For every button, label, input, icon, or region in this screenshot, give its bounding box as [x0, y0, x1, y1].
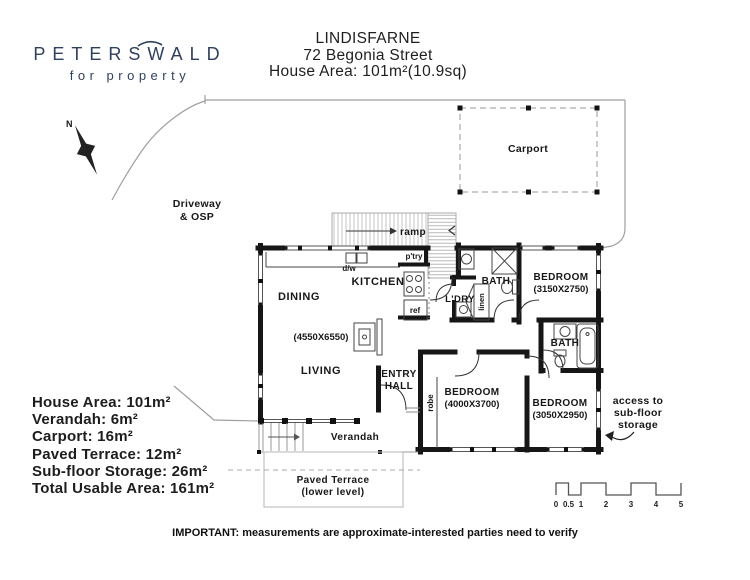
room-label-dining: DINING — [278, 291, 320, 303]
area-item: Paved Terrace: 12m² — [32, 445, 182, 463]
room-label-entry-line2: HALL — [385, 381, 413, 392]
bedroom3-dimension: (3050X2950) — [533, 410, 588, 421]
living-dining-dimension: (4550X6550) — [294, 332, 349, 343]
bedroom2-dimension: (4000X3700) — [445, 399, 500, 410]
room-labels: KITCHEN DINING (4550X6550) LIVING ENTRY … — [278, 252, 589, 421]
area-item: Sub-floor Storage: 26m² — [32, 462, 208, 480]
door-arcs — [380, 267, 564, 413]
subfloor-access-arrow — [605, 431, 614, 441]
north-label: N — [66, 119, 73, 129]
verandah-label: Verandah — [331, 432, 379, 443]
ramp-direction-arrow — [390, 227, 397, 235]
agency-logo-brand: PETERSWALD — [33, 44, 227, 64]
agency-logo-tagline: for property — [69, 68, 191, 83]
area-item: Carport: 16m² — [32, 428, 133, 446]
steps-direction-arrow — [294, 433, 300, 441]
living-heater — [353, 318, 383, 356]
room-label-bedroom1: BEDROOM — [533, 272, 588, 283]
room-label-bedroom3: BEDROOM — [532, 398, 587, 409]
driveway-label-line1: Driveway — [173, 198, 222, 210]
ramp-label: ramp — [400, 227, 426, 238]
paved-terrace-label-line1: Paved Terrace — [297, 475, 370, 486]
area-item: Total Usable Area: 161m² — [32, 480, 215, 498]
suburb-title: LINDISFARNE — [315, 30, 421, 47]
street-address: 72 Begonia Street — [303, 46, 433, 64]
scale-label: 2 — [604, 500, 609, 509]
access-label-line2: sub-floor — [614, 407, 662, 419]
north-compass-icon: N — [66, 119, 97, 175]
scale-bar: 0 0.5 1 2 3 4 5 — [554, 482, 684, 509]
agency-logo: PETERSWALD for property — [30, 44, 230, 83]
room-label-entry-line1: ENTRY — [381, 369, 417, 380]
label-fridge: ref — [410, 306, 421, 315]
logo-swoosh-icon — [137, 40, 163, 47]
bathroom2-fixtures — [553, 323, 599, 369]
scale-label: 5 — [679, 500, 684, 509]
room-label-living: LIVING — [301, 365, 341, 377]
scale-label: 0.5 — [563, 500, 575, 509]
area-summary-list: House Area: 101m² Verandah: 6m² Carport:… — [32, 394, 272, 497]
carport-area: Carport — [457, 105, 600, 195]
label-robe: robe — [426, 394, 435, 412]
title-block: LINDISFARNE 72 Begonia Street House Area… — [250, 30, 486, 81]
driveway-label-line2: & OSP — [180, 211, 214, 223]
subfloor-access-note: access to sub-floor storage — [605, 395, 663, 441]
paved-terrace-label-line2: (lower level) — [302, 487, 365, 498]
scale-label: 0 — [554, 500, 559, 509]
scale-label: 1 — [579, 500, 584, 509]
room-label-bath2: BATH — [551, 338, 580, 349]
access-label-line3: storage — [618, 419, 658, 431]
property-boundary — [111, 95, 626, 422]
scale-label: 4 — [654, 500, 659, 509]
bedroom1-dimension: (3150X2750) — [534, 284, 589, 295]
room-label-bedroom2: BEDROOM — [444, 387, 499, 398]
area-item: House Area: 101m² — [32, 394, 171, 411]
bathroom1-fixtures — [458, 247, 520, 295]
house-area-line: House Area: 101m²(10.9sq) — [269, 63, 467, 80]
paved-terrace-area: Paved Terrace (lower level) — [228, 451, 420, 508]
window-ticks — [258, 245, 601, 452]
area-item: Verandah: 6m² — [32, 411, 138, 429]
ramp-area: ramp — [331, 212, 457, 279]
room-label-kitchen: KITCHEN — [351, 276, 404, 288]
verandah-area: Verandah — [257, 418, 418, 454]
scale-label: 3 — [629, 500, 634, 509]
stair-direction-arrow — [448, 225, 456, 236]
label-pantry: p'try — [405, 252, 423, 261]
disclaimer-text: IMPORTANT: measurements are approximate-… — [172, 527, 578, 539]
label-dishwasher: d/w — [342, 264, 356, 273]
label-linen: linen — [477, 293, 486, 311]
room-label-laundry: L'DRY — [445, 294, 475, 305]
access-label-line1: access to — [613, 395, 664, 407]
carport-label: Carport — [508, 143, 548, 155]
laundry-fixtures — [455, 283, 490, 321]
walls-thin — [398, 246, 476, 320]
kitchen-fittings — [265, 252, 428, 321]
room-label-bath1: BATH — [482, 276, 511, 287]
